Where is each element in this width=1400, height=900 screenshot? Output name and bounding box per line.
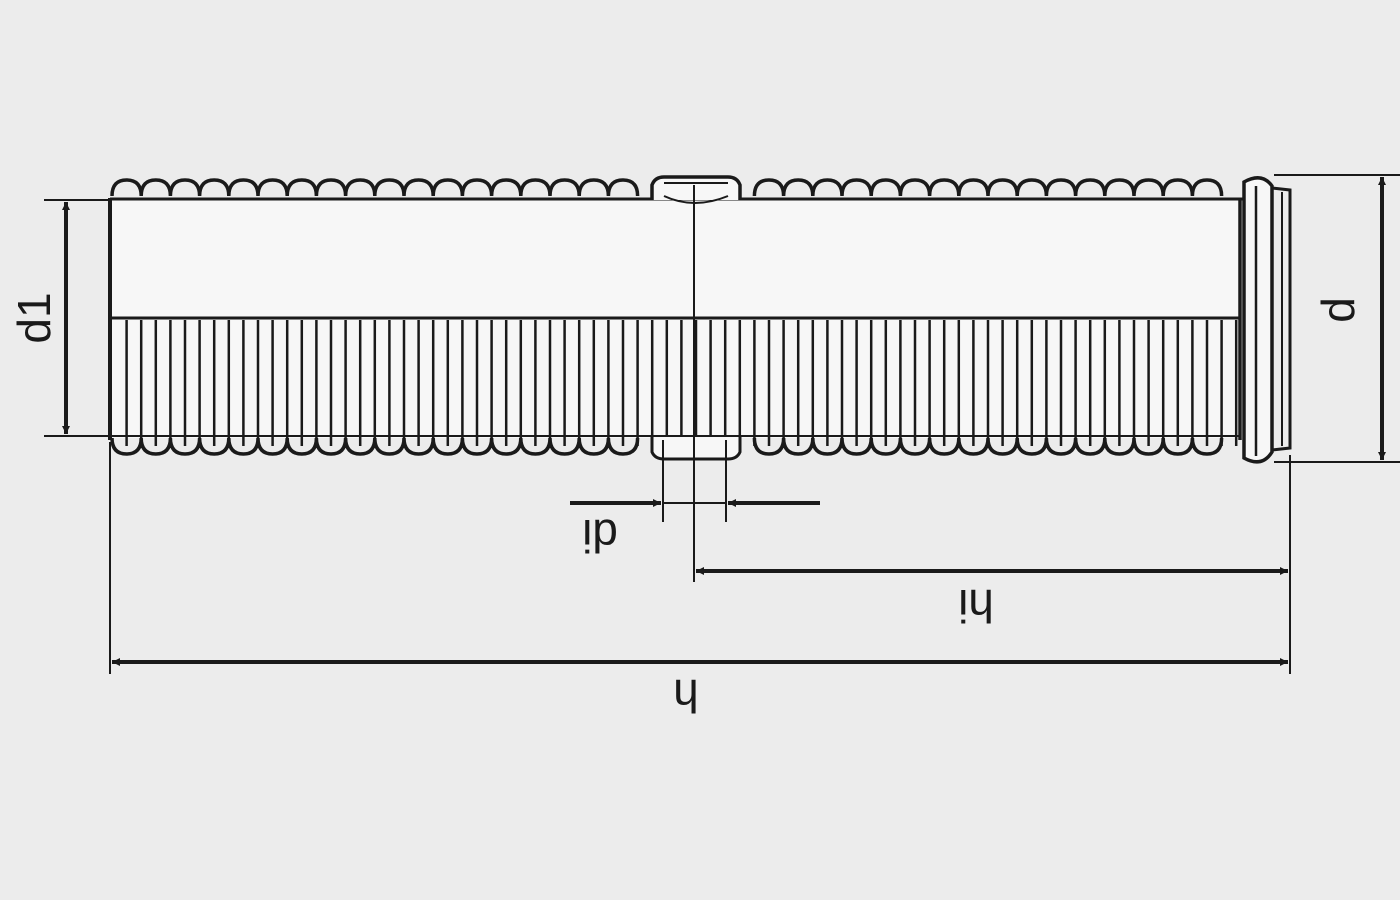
socket-flange bbox=[1271, 186, 1292, 452]
top-corrugation bbox=[110, 178, 1224, 197]
pipe-socket-end bbox=[1238, 176, 1292, 464]
d1-label: d1 bbox=[8, 292, 60, 343]
dimension-d: d bbox=[1274, 174, 1400, 463]
branch-top-inner bbox=[663, 182, 729, 204]
bottom-corrugation bbox=[110, 437, 1224, 456]
dimension-h: h bbox=[109, 442, 1291, 722]
branch-bottom-collar bbox=[650, 437, 742, 461]
dimension-di: di bbox=[570, 499, 820, 562]
branch-connection bbox=[650, 175, 742, 582]
corrugation-ribs bbox=[125, 320, 1238, 446]
pipe-body bbox=[108, 178, 1245, 456]
di-label: di bbox=[582, 510, 618, 562]
dimension-d1: d1 bbox=[8, 199, 108, 437]
h-label: h bbox=[673, 670, 699, 722]
d-label: d bbox=[1312, 297, 1364, 323]
dimension-hi: hi bbox=[696, 567, 1288, 632]
hi-label: hi bbox=[958, 580, 994, 632]
